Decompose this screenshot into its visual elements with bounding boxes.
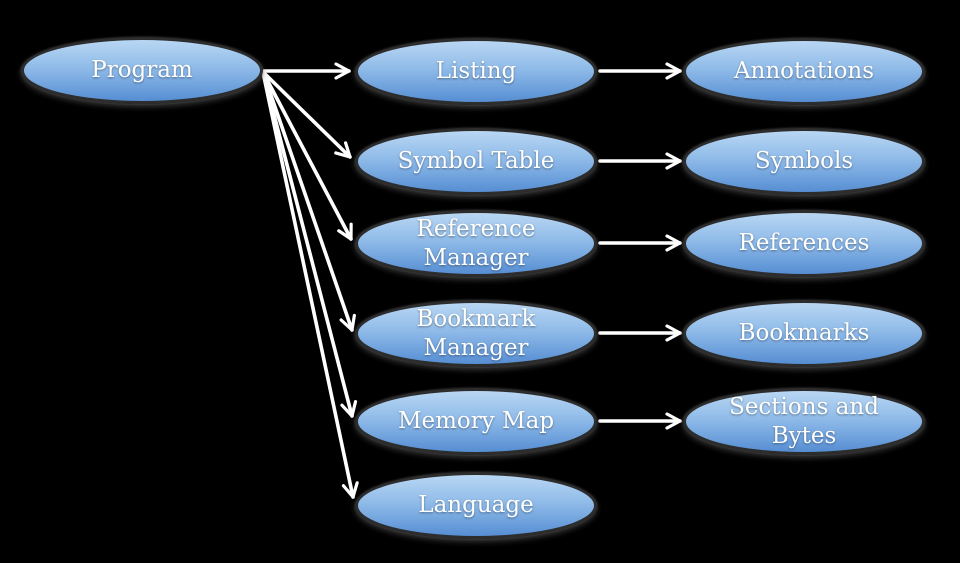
node-memory-map: Memory Map [355, 388, 597, 455]
node-reference-manager-label: Reference Manager [416, 215, 536, 271]
node-sections-and-bytes: Sections and Bytes [683, 388, 925, 455]
node-references: References [683, 210, 925, 277]
node-symbol-table-label: Symbol Table [397, 148, 555, 175]
node-bookmarks-label: Bookmarks [738, 320, 870, 347]
node-bookmark-manager-label: Bookmark Manager [416, 305, 536, 361]
node-sections-and-bytes-label: Sections and Bytes [729, 393, 879, 449]
arrow-program-memory-map [262, 74, 358, 418]
node-symbols: Symbols [683, 128, 925, 195]
node-symbol-table: Symbol Table [355, 128, 597, 195]
node-symbols-label: Symbols [754, 148, 854, 175]
node-memory-map-label: Memory Map [397, 408, 555, 435]
node-language: Language [355, 472, 597, 539]
node-annotations-label: Annotations [733, 58, 875, 85]
arrow-program-bookmark-manager [262, 73, 356, 332]
node-annotations: Annotations [683, 38, 925, 105]
node-listing: Listing [355, 38, 597, 105]
node-reference-manager: Reference Manager [355, 210, 597, 277]
node-bookmark-manager: Bookmark Manager [355, 300, 597, 367]
node-program: Program [21, 37, 263, 104]
node-listing-label: Listing [435, 58, 517, 85]
node-program-label: Program [91, 57, 193, 84]
node-language-label: Language [418, 492, 534, 519]
arrow-program-reference-manager [262, 72, 353, 241]
arrow-program-symbol-table [262, 71, 352, 159]
node-bookmarks: Bookmarks [683, 300, 925, 367]
arrow-program-language [262, 75, 359, 499]
node-references-label: References [738, 230, 870, 257]
